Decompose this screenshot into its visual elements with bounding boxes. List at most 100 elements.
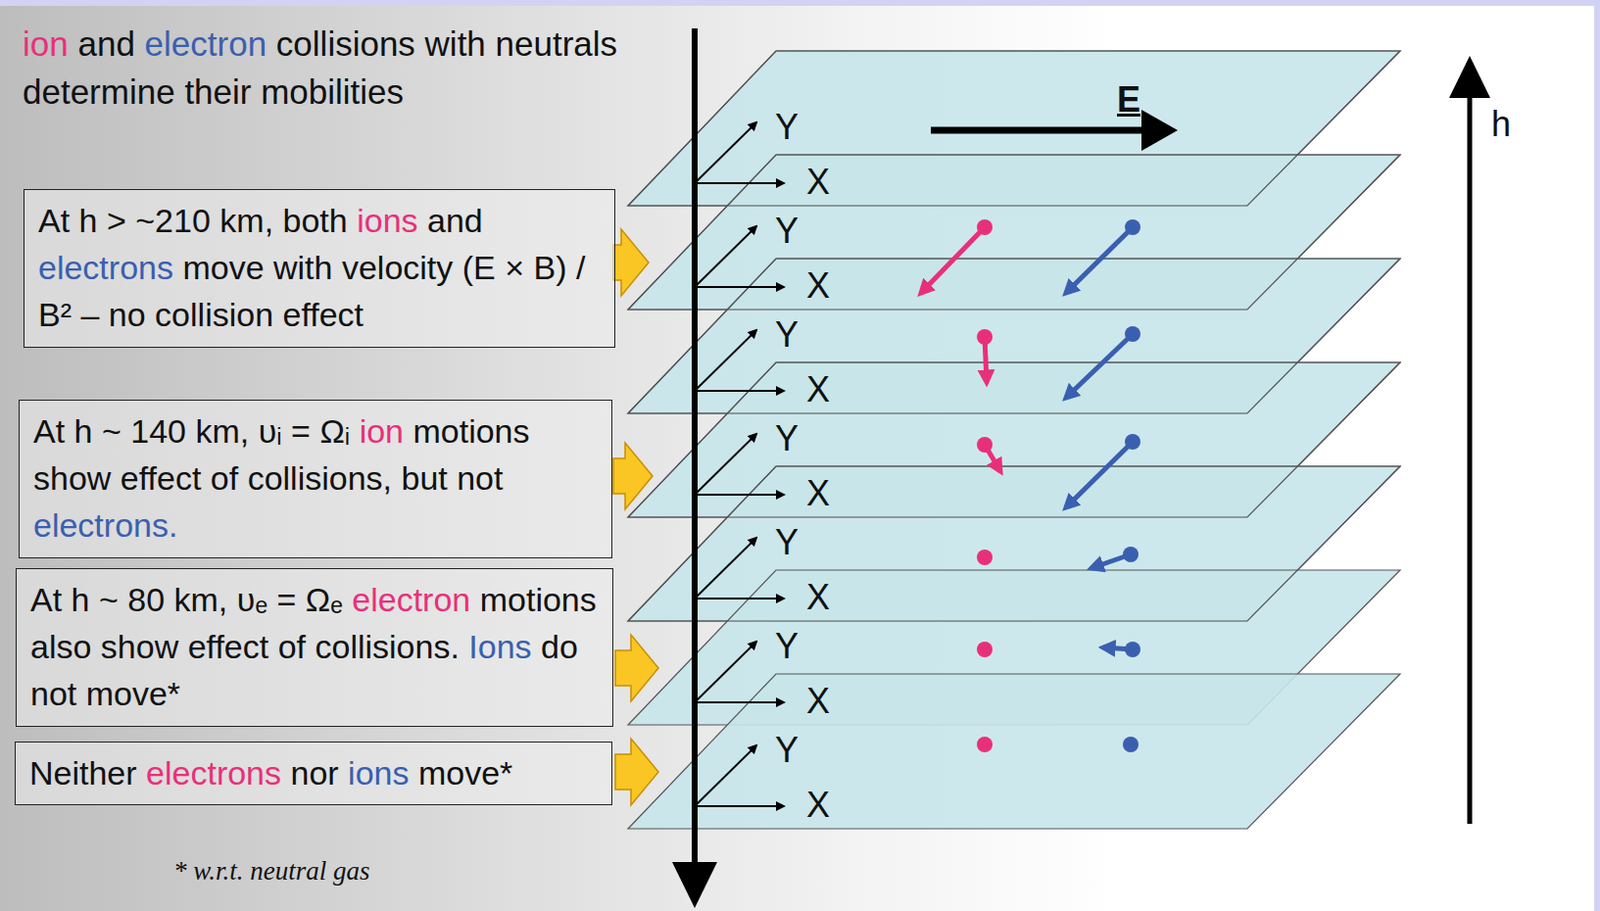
axis-label: Y <box>775 209 799 252</box>
axis-label: Y <box>775 313 799 356</box>
text-run: h <box>74 412 94 450</box>
frame-band <box>1594 0 1600 911</box>
text-run: move <box>182 248 264 287</box>
text-run: also <box>30 628 92 666</box>
plane-outlines <box>628 50 1401 622</box>
text-run: Ions <box>468 628 532 666</box>
text-run: h <box>71 581 91 619</box>
text-run: / <box>576 248 585 287</box>
text-run: not <box>456 459 503 497</box>
text-run: ~ <box>98 581 119 619</box>
text-run: motions <box>412 412 530 450</box>
text-run: ion <box>22 24 69 63</box>
text-run: ~210 <box>135 201 211 240</box>
text-run: km, <box>174 581 229 619</box>
axis-label: X <box>806 472 830 515</box>
box-text: At h > ~210 km, both ions and electrons … <box>38 196 601 339</box>
text-box: At h > ~210 km, both ions and electrons … <box>23 189 616 348</box>
text-run: no <box>108 295 146 334</box>
text-run: Ωₑ <box>305 581 343 619</box>
text-run: collision <box>154 295 274 334</box>
axis-label: Y <box>775 728 799 772</box>
axis-label: X <box>806 264 830 307</box>
text-run: with <box>425 24 486 63</box>
text-run: km, <box>219 201 274 240</box>
text-run: electrons <box>38 248 174 287</box>
text-run: collisions <box>276 24 416 63</box>
text-run: ion <box>359 412 404 450</box>
text-run: electrons. <box>33 506 178 544</box>
plane-axes <box>694 122 784 807</box>
axis-label: X <box>806 679 830 723</box>
text-run: show <box>33 459 111 497</box>
text-run: but <box>400 459 447 497</box>
text-run: move* <box>418 754 513 792</box>
text-run: not <box>30 675 77 713</box>
text-box: At h ~ 140 km, υᵢ = Ωᵢ ion motions show … <box>18 399 613 559</box>
text-run: neutrals <box>495 24 619 63</box>
text-run: effect <box>188 628 270 666</box>
axis-label: Y <box>775 521 799 564</box>
text-run: (E <box>462 248 496 287</box>
text-box: Neither electrons nor ions move* <box>14 741 613 806</box>
text-run: ions <box>356 201 418 240</box>
text-run: Neither <box>29 754 138 792</box>
text-run: effect <box>283 295 365 334</box>
ion-motions <box>921 219 1001 753</box>
text-run: 80 <box>127 581 165 619</box>
text-run: > <box>106 201 127 240</box>
text-run: of <box>210 459 239 497</box>
text-run: km, <box>194 412 249 450</box>
text-box: At h ~ 80 km, υₑ = Ωₑ electron motions a… <box>15 568 614 728</box>
text-run: electron <box>145 24 268 63</box>
text-run: and <box>77 24 135 63</box>
text-run: and <box>427 201 484 240</box>
text-run: B² <box>38 295 72 334</box>
text-run: effect <box>120 459 202 497</box>
text-run: show <box>100 628 179 666</box>
axis-label: X <box>806 783 830 826</box>
axis-label: X <box>806 576 830 619</box>
altitude-planes <box>628 50 1401 829</box>
text-run: nor <box>290 754 339 792</box>
axis-label: Y <box>775 105 799 148</box>
text-run: × <box>504 248 525 287</box>
text-run: At <box>38 201 70 240</box>
text-run: do <box>540 628 579 666</box>
text-run: electron <box>351 581 471 619</box>
text-run: υₑ <box>237 581 268 619</box>
text-run: determine <box>22 72 176 111</box>
electron-motions <box>1066 219 1141 753</box>
axis-label: Y <box>775 417 799 460</box>
text-run: 140 <box>130 412 187 450</box>
text-run: motions <box>480 581 597 619</box>
text-run: move* <box>86 675 181 713</box>
text-run: both <box>283 201 348 240</box>
axis-label: X <box>806 160 830 203</box>
text-run: ions <box>347 754 409 792</box>
pointer-arrows <box>613 229 659 806</box>
text-run: At <box>30 581 62 619</box>
heading: ion and electron collisions with neutral… <box>22 19 670 116</box>
text-run: electrons <box>145 754 282 792</box>
box-text: At h ~ 80 km, υₑ = Ωₑ electron motions a… <box>30 576 599 718</box>
text-run: υᵢ <box>258 412 283 450</box>
height-arrow <box>1449 55 1491 825</box>
vertical-axis <box>672 28 718 909</box>
box-text: Neither electrons nor ions move* <box>29 749 598 797</box>
frame-band <box>0 0 1600 6</box>
field-label: E <box>1116 78 1141 121</box>
footnote: * w.r.t. neutral gas <box>173 855 371 887</box>
text-run: Ωᵢ <box>319 412 350 450</box>
text-run: h <box>79 201 98 240</box>
text-run: collisions, <box>247 459 392 497</box>
box-text: At h ~ 140 km, υᵢ = Ωᵢ ion motions show … <box>33 407 598 549</box>
axis-label: Y <box>775 625 799 668</box>
height-label: h <box>1491 102 1511 146</box>
text-run: velocity <box>341 248 453 287</box>
electric-field-arrow <box>930 109 1178 151</box>
text-run: their <box>184 72 251 111</box>
text-run: = <box>276 581 296 619</box>
text-run: ~ <box>101 412 122 450</box>
